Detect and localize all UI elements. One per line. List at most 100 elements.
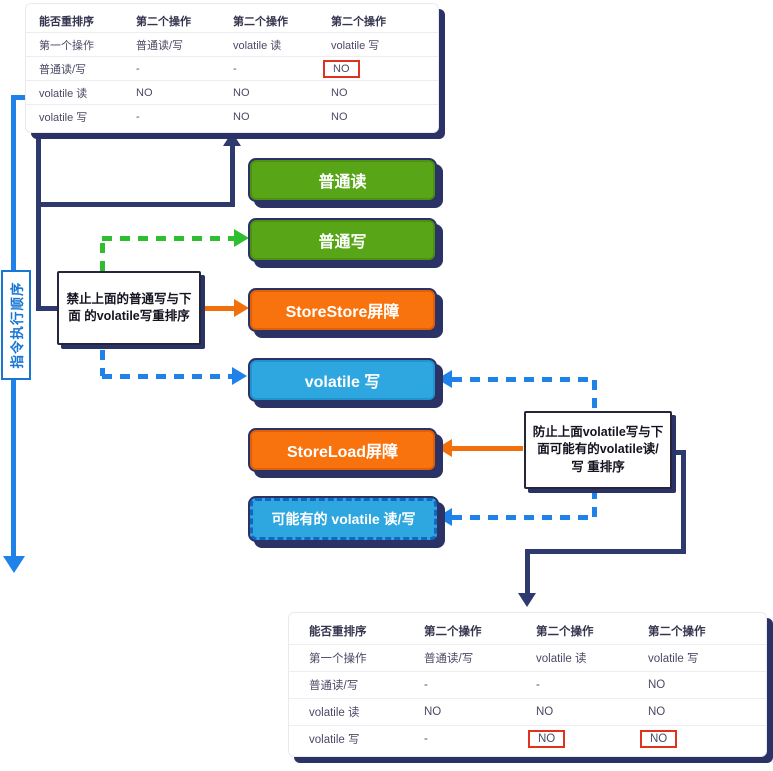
table-cell: volatile 写 [309, 734, 360, 746]
callout-to-bottom-table-stub [662, 450, 686, 455]
table-cell: 第二个操作 [331, 15, 386, 28]
volatile-write-right-dashed-vertical [592, 380, 597, 411]
table-cell: 第二个操作 [648, 626, 706, 638]
callout-to-top-table-riser [230, 144, 235, 206]
flow-box-label: 普通写 [318, 234, 367, 251]
flow-box-volatile-write: volatile 写 [250, 360, 435, 400]
table-cell: 第二个操作 [233, 15, 288, 28]
table-cell: NO [233, 86, 250, 99]
table-cell: NO [233, 110, 250, 123]
volatile-write-left-dashed-horizontal [102, 374, 232, 379]
flow-box-label: 可能有的 volatile 读/写 [271, 511, 416, 527]
table-cell: NO [536, 706, 554, 718]
top-table-arrowhead-icon [223, 132, 241, 146]
table-cell: 第二个操作 [424, 626, 482, 638]
highlight-no-cell: NO [528, 730, 566, 748]
flow-box-normal-read: 普通读 [250, 160, 435, 200]
green-dashed-horizontal [102, 236, 234, 241]
table-cell: 普通读/写 [309, 680, 359, 692]
flow-box-label: StoreLoad屏障 [286, 444, 399, 461]
table-cell: 第一个操作 [309, 653, 367, 665]
flow-box-normal-write: 普通写 [250, 220, 435, 260]
storestore-arrowhead-icon [234, 299, 249, 317]
callout-right-text: 防止上面volatile写与下 面可能有的volatile读/写 重排序 [532, 424, 664, 474]
table-cell: - [233, 62, 237, 75]
table-cell: NO [648, 679, 666, 691]
table-cell: volatile 读 [536, 653, 587, 665]
table-cell: - [536, 679, 540, 691]
table-cell: volatile 读 [39, 87, 88, 100]
callout-to-bottom-table-horizontal [525, 549, 686, 554]
storestore-orange-line [188, 306, 236, 311]
table-cell: NO [648, 706, 666, 718]
possible-rw-dashed-vertical [592, 489, 597, 517]
table-row: 普通读/写 - - NO [289, 672, 766, 699]
table-row: 普通读/写 - - NO [26, 57, 438, 81]
table-header-row: 能否重排序 第二个操作 第二个操作 第二个操作 [289, 618, 766, 645]
normal-write-arrowhead-icon [234, 229, 249, 247]
table-cell: 第一个操作 [39, 39, 94, 52]
callout-right: 防止上面volatile写与下 面可能有的volatile读/写 重排序 [524, 411, 672, 489]
possible-rw-dashed-horizontal [452, 515, 594, 520]
table-row: volatile 写 - NO NO [26, 105, 438, 128]
callout-left-text: 禁止上面的普通写与下面 的volatile写重排序 [66, 291, 192, 324]
flow-box-label: StoreStore屏障 [285, 304, 400, 321]
volatile-write-right-arrowhead-icon [437, 370, 452, 388]
table-header-row: 能否重排序 第二个操作 第二个操作 第二个操作 [26, 9, 438, 33]
callout-to-top-table-horizontal [36, 202, 235, 207]
table-cell: NO [331, 110, 348, 123]
storeload-orange-line [440, 446, 523, 451]
volatile-write-left-arrowhead-icon [232, 367, 247, 385]
execution-order-arrow-stub [14, 95, 28, 100]
highlight-no-cell: NO [323, 59, 360, 78]
execution-order-arrowhead-icon [3, 556, 25, 573]
flow-box-storeload-barrier: StoreLoad屏障 [250, 430, 435, 470]
table-cell: - [424, 679, 428, 691]
table-cell: NO [424, 706, 442, 718]
table-cell: - [424, 733, 428, 745]
flow-box-possible-volatile-rw: 可能有的 volatile 读/写 [250, 498, 437, 540]
flow-box-label: 普通读 [318, 174, 367, 191]
table-cell: 能否重排序 [39, 15, 94, 28]
table-cell: - [136, 110, 140, 123]
bottom-table-arrowhead-icon [518, 593, 536, 607]
table-cell: 普通读/写 [136, 39, 184, 52]
callout-to-bottom-table-vertical [681, 450, 686, 554]
table-cell: 第二个操作 [536, 626, 594, 638]
callout-left: 禁止上面的普通写与下面 的volatile写重排序 [57, 271, 201, 345]
table-cell: volatile 写 [331, 39, 380, 52]
table-cell: NO [331, 86, 348, 99]
execution-order-label-text: 指令执行顺序 [10, 281, 25, 369]
flow-box-storestore-barrier: StoreStore屏障 [250, 290, 435, 330]
table-row: 第一个操作 普通读/写 volatile 读 volatile 写 [289, 645, 766, 672]
table-cell: volatile 写 [39, 111, 88, 124]
storeload-arrowhead-icon [437, 439, 452, 457]
table-row: volatile 写 - NO NO [289, 726, 766, 752]
possible-rw-arrowhead-icon [437, 508, 452, 526]
callout-to-bottom-table-dropper [525, 549, 530, 594]
table-cell: volatile 读 [309, 707, 360, 719]
table-cell: NO [516, 730, 628, 748]
volatile-write-right-dashed-horizontal [452, 377, 594, 382]
green-dashed-vertical [100, 243, 105, 271]
table-cell: volatile 写 [648, 653, 699, 665]
highlight-no-cell: NO [640, 730, 678, 748]
callout-to-top-table-stub [36, 306, 60, 311]
table-cell: 能否重排序 [309, 626, 367, 638]
table-cell: 普通读/写 [424, 653, 474, 665]
table-cell: - [136, 62, 140, 75]
callout-to-top-table-vertical [36, 131, 41, 311]
table-row: volatile 读 NO NO NO [289, 699, 766, 726]
table-cell: 第二个操作 [136, 15, 191, 28]
table-row: volatile 读 NO NO NO [26, 81, 438, 105]
execution-order-label: 指令执行顺序 [1, 270, 31, 380]
flow-box-label: volatile 写 [304, 374, 381, 391]
table-cell: NO [628, 730, 756, 748]
table-cell: 普通读/写 [39, 63, 87, 76]
table-cell: NO [136, 86, 153, 99]
table-cell: NO [318, 59, 428, 78]
